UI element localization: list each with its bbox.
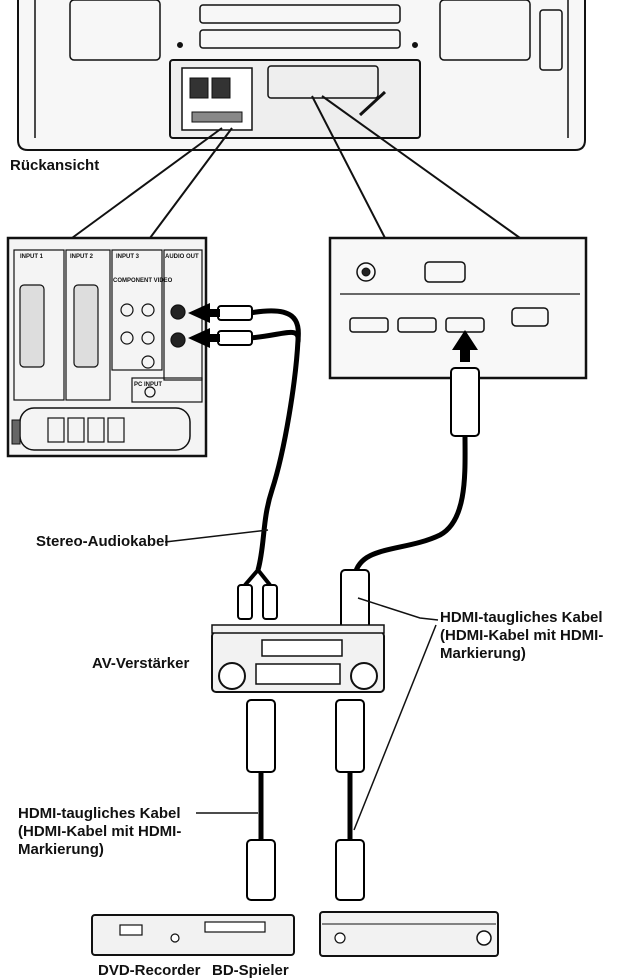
component-video-label: COMPONENT VIDEO <box>113 278 173 284</box>
input-2-label: INPUT 2 <box>70 254 94 260</box>
hdmi-left-line-3: Markierung) <box>18 841 104 858</box>
hdmi-left-line-2: (HDMI-Kabel mit HDMI- <box>18 823 181 840</box>
stereo-cable-label: Stereo-Audiokabel <box>36 533 169 550</box>
hdmi-right-leader-top <box>357 597 439 621</box>
hdmi-cable-left-label: HDMI-taugliches Kabel (HDMI-Kabel mit HD… <box>18 805 186 858</box>
audio-out-label: AUDIO OUT <box>165 254 199 260</box>
input-1-label: INPUT 1 <box>20 254 44 260</box>
tv-rear <box>17 0 586 151</box>
input-3-label: INPUT 3 <box>116 254 140 260</box>
hdmi-right-leader-bottom <box>353 624 437 831</box>
av-amplifier <box>211 624 385 693</box>
dvd-recorder-label: DVD-Recorder <box>98 962 201 979</box>
hdmi-arrow-up <box>452 330 478 362</box>
hdmi-cable-amp-bd <box>335 699 365 901</box>
rear-view-label: Rückansicht <box>10 157 99 174</box>
hdmi-right-line-3: Markierung) <box>440 645 526 662</box>
bd-player <box>319 911 499 957</box>
left-terminal-panel <box>6 236 208 458</box>
pc-input-label: PC INPUT <box>134 382 162 388</box>
audio-arrows <box>188 303 220 348</box>
hdmi-left-line-1: HDMI-taugliches Kabel <box>18 805 181 822</box>
hdmi-cable-amp-dvd <box>246 699 276 901</box>
stereo-audio-cable <box>217 305 301 620</box>
hdmi-right-line-2: (HDMI-Kabel mit HDMI- <box>440 627 603 644</box>
stereo-cable-leader <box>164 529 269 543</box>
hdmi-cable-right-label: HDMI-taugliches Kabel (HDMI-Kabel mit HD… <box>440 609 608 662</box>
hdmi-cable-tv-amp <box>340 367 480 631</box>
hdmi-right-line-1: HDMI-taugliches Kabel <box>440 609 603 626</box>
dvd-recorder <box>91 914 295 956</box>
zoom-lines <box>71 95 521 239</box>
av-amplifier-label: AV-Verstärker <box>92 655 189 672</box>
right-terminal-panel <box>328 236 588 380</box>
bd-player-label: BD-Spieler <box>212 962 289 979</box>
